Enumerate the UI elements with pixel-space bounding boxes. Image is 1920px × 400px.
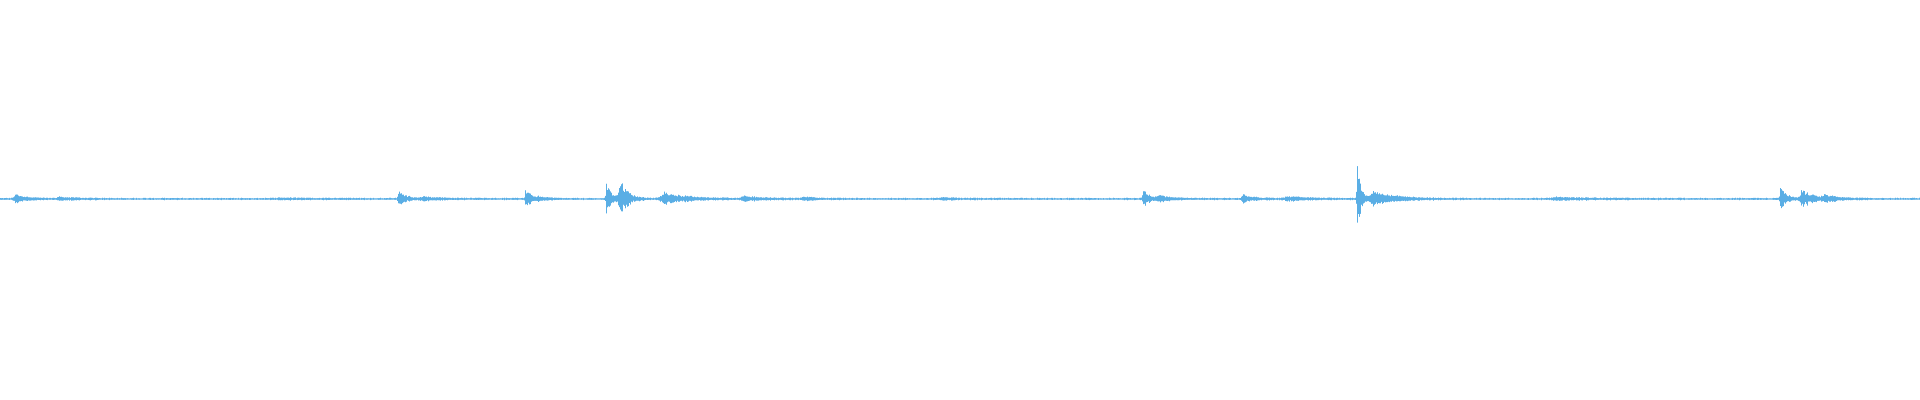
waveform-trace — [0, 166, 1920, 223]
